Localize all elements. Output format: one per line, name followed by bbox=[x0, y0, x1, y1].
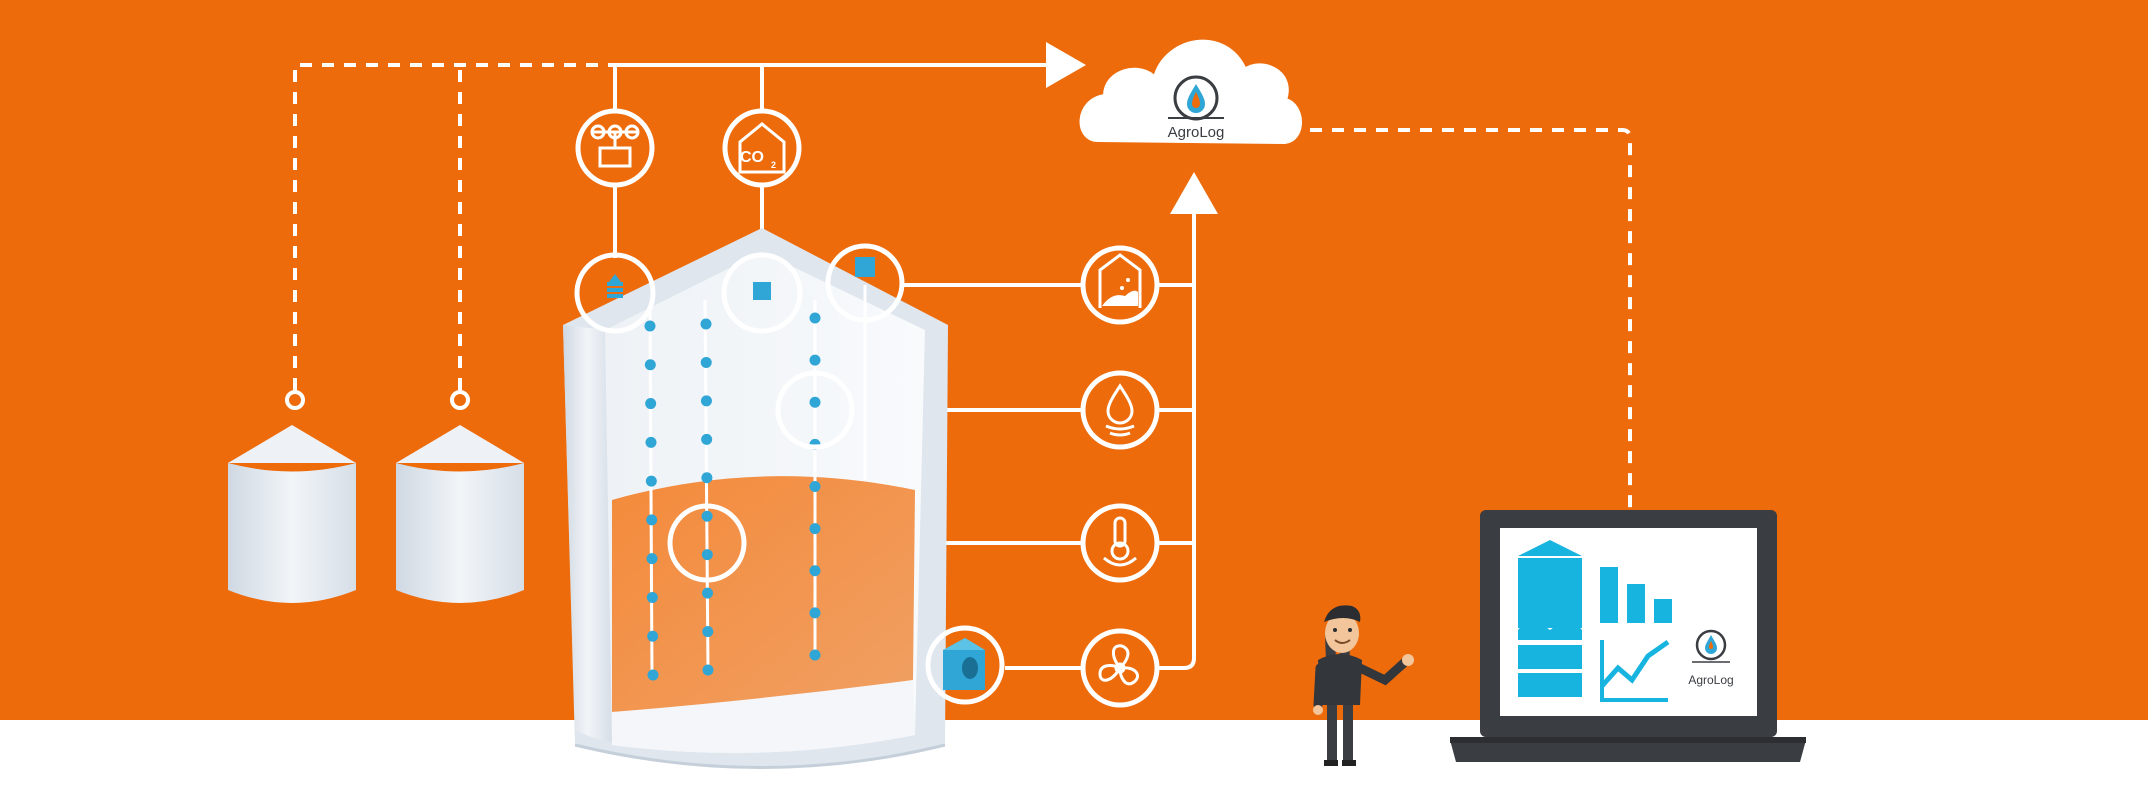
cable-sensor-dot bbox=[809, 565, 821, 577]
main-silo bbox=[563, 228, 948, 769]
cable-sensor-dot bbox=[702, 587, 714, 599]
sensor-node bbox=[285, 390, 305, 410]
cable-sensor-dot bbox=[809, 607, 821, 619]
fan-unit bbox=[943, 638, 985, 690]
cable-sensors bbox=[644, 312, 821, 681]
orange-background bbox=[0, 0, 2148, 720]
cable-sensor-dot bbox=[644, 359, 656, 371]
cable-sensor-dot bbox=[700, 356, 712, 368]
agrolog-cloud: AgroLog bbox=[1079, 39, 1302, 145]
cable-sensor-dot bbox=[700, 318, 712, 330]
co2-subscript: 2 bbox=[771, 160, 776, 170]
cable-sensor-dot bbox=[646, 553, 658, 565]
cable-sensor-dot bbox=[809, 354, 821, 366]
arrow-up-to-cloud bbox=[1170, 172, 1218, 214]
cable-sensor-dot bbox=[809, 396, 821, 408]
cable-sensor-dot bbox=[647, 630, 659, 642]
co2-label: CO bbox=[740, 149, 764, 166]
cable-sensor-dot bbox=[701, 549, 713, 561]
cable-sensor-dot bbox=[700, 395, 712, 407]
cloud-brand: AgroLog bbox=[1168, 124, 1225, 141]
grain-level-icon bbox=[1080, 245, 1160, 325]
sensor-node bbox=[450, 390, 470, 410]
dashboard-bar-chart-icon bbox=[1600, 567, 1672, 623]
cable-sensor-dot bbox=[701, 510, 713, 522]
cable-sensor-dot bbox=[701, 472, 713, 484]
dashboard-line-chart-icon bbox=[1600, 639, 1670, 702]
cable-sensor-dot bbox=[809, 312, 821, 324]
ground-area bbox=[0, 720, 2148, 794]
laptop: AgroLog bbox=[1450, 510, 1806, 762]
cable-sensor-dot bbox=[701, 433, 713, 445]
cable-sensor-dot bbox=[809, 523, 821, 535]
cable-sensor-dot bbox=[809, 649, 821, 661]
cable-sensor-dot bbox=[647, 669, 659, 681]
small-silo bbox=[396, 425, 524, 603]
cable-sensor-dot bbox=[645, 398, 657, 410]
cable-sensor-dot bbox=[645, 436, 657, 448]
level-sensor bbox=[855, 257, 875, 277]
cable-sensor-dot bbox=[702, 626, 714, 638]
fan-icon bbox=[1080, 628, 1160, 708]
cable-sensor-dot bbox=[646, 591, 658, 603]
weather-station-icon bbox=[575, 108, 655, 188]
person-figure bbox=[1313, 605, 1414, 766]
thermometer-icon bbox=[1080, 503, 1160, 583]
moisture-icon bbox=[1080, 370, 1160, 450]
screen-logo: AgroLog bbox=[1688, 629, 1734, 687]
grain-fill bbox=[612, 476, 915, 712]
arrow-to-cloud bbox=[1046, 42, 1086, 88]
small-silo bbox=[228, 425, 356, 603]
screen-brand: AgroLog bbox=[1688, 673, 1733, 687]
dashboard-silo-icon bbox=[1518, 540, 1582, 697]
co2-house-icon: CO 2 bbox=[722, 108, 802, 188]
sensor-highlights bbox=[574, 243, 1005, 705]
cable-sensor-dot bbox=[646, 514, 658, 526]
wireless-links bbox=[293, 63, 1632, 508]
cable-head bbox=[607, 274, 623, 298]
cable-sensor-dot bbox=[644, 320, 656, 332]
cable-sensor-dot bbox=[809, 481, 821, 492]
cable-sensor-dot bbox=[702, 664, 714, 676]
cable-sensor-dot bbox=[645, 475, 657, 487]
co2-sensor bbox=[753, 282, 771, 300]
